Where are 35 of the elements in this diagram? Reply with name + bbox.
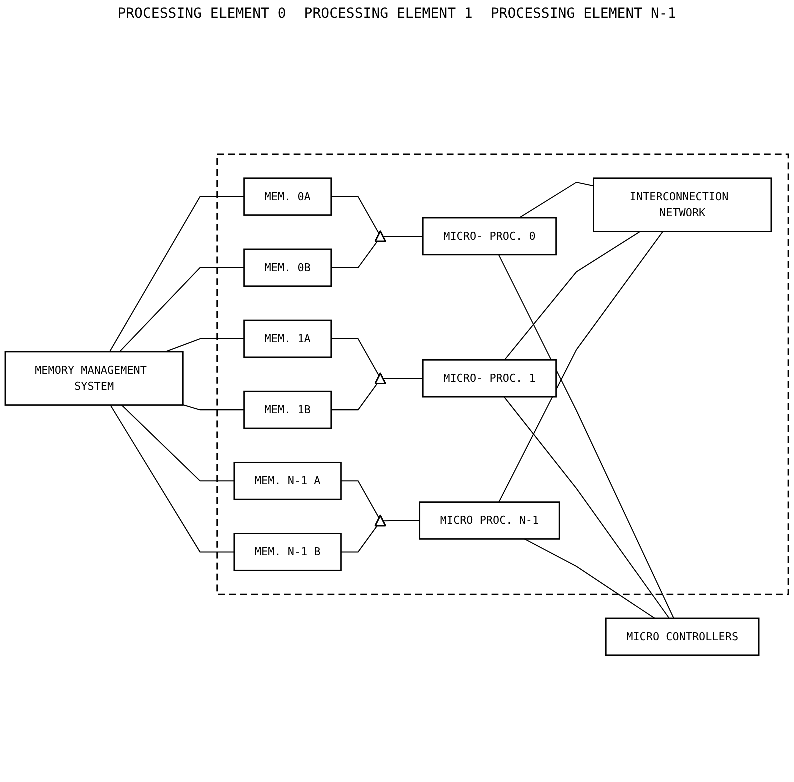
section-heading: PROCESSING ELEMENT 0 xyxy=(118,6,286,22)
node-box: MEM. 0B xyxy=(244,248,332,288)
connector xyxy=(165,338,244,353)
connector xyxy=(498,231,664,503)
node-box: MEM. 0A xyxy=(244,178,332,216)
node-box: MICRO- PROC. 1 xyxy=(422,360,557,398)
node-box: MEM. 1A xyxy=(244,320,332,358)
node-box: INTERCONNECTION NETWORK xyxy=(593,178,772,232)
connector xyxy=(524,538,656,619)
connector xyxy=(183,404,244,411)
connector xyxy=(122,404,234,482)
node-box: MEM. 1B xyxy=(244,390,332,430)
connector xyxy=(498,254,674,619)
node-box: MICRO CONTROLLERS xyxy=(605,618,760,656)
node-box: MICRO PROC. N-1 xyxy=(419,502,560,540)
connector xyxy=(109,196,244,352)
connector xyxy=(504,231,641,361)
section-heading: PROCESSING ELEMENT 1 xyxy=(304,6,473,22)
connector xyxy=(383,520,420,522)
cluster xyxy=(216,154,790,596)
node-box: MICRO- PROC. 0 xyxy=(422,217,557,256)
connector xyxy=(519,182,594,219)
connector xyxy=(341,526,378,553)
connector xyxy=(383,378,424,380)
node-box: MEM. N-1 B xyxy=(234,533,342,572)
connector xyxy=(119,267,244,352)
connector xyxy=(504,396,670,619)
connector xyxy=(383,236,424,238)
node-box: MEMORY MANAGEMENT SYSTEM xyxy=(4,351,184,406)
connector xyxy=(331,242,378,268)
connector xyxy=(110,405,234,553)
node-box: MEM. N-1 A xyxy=(234,462,342,500)
section-heading: PROCESSING ELEMENT N-1 xyxy=(490,6,676,22)
connector xyxy=(331,384,378,411)
connector xyxy=(341,480,380,519)
